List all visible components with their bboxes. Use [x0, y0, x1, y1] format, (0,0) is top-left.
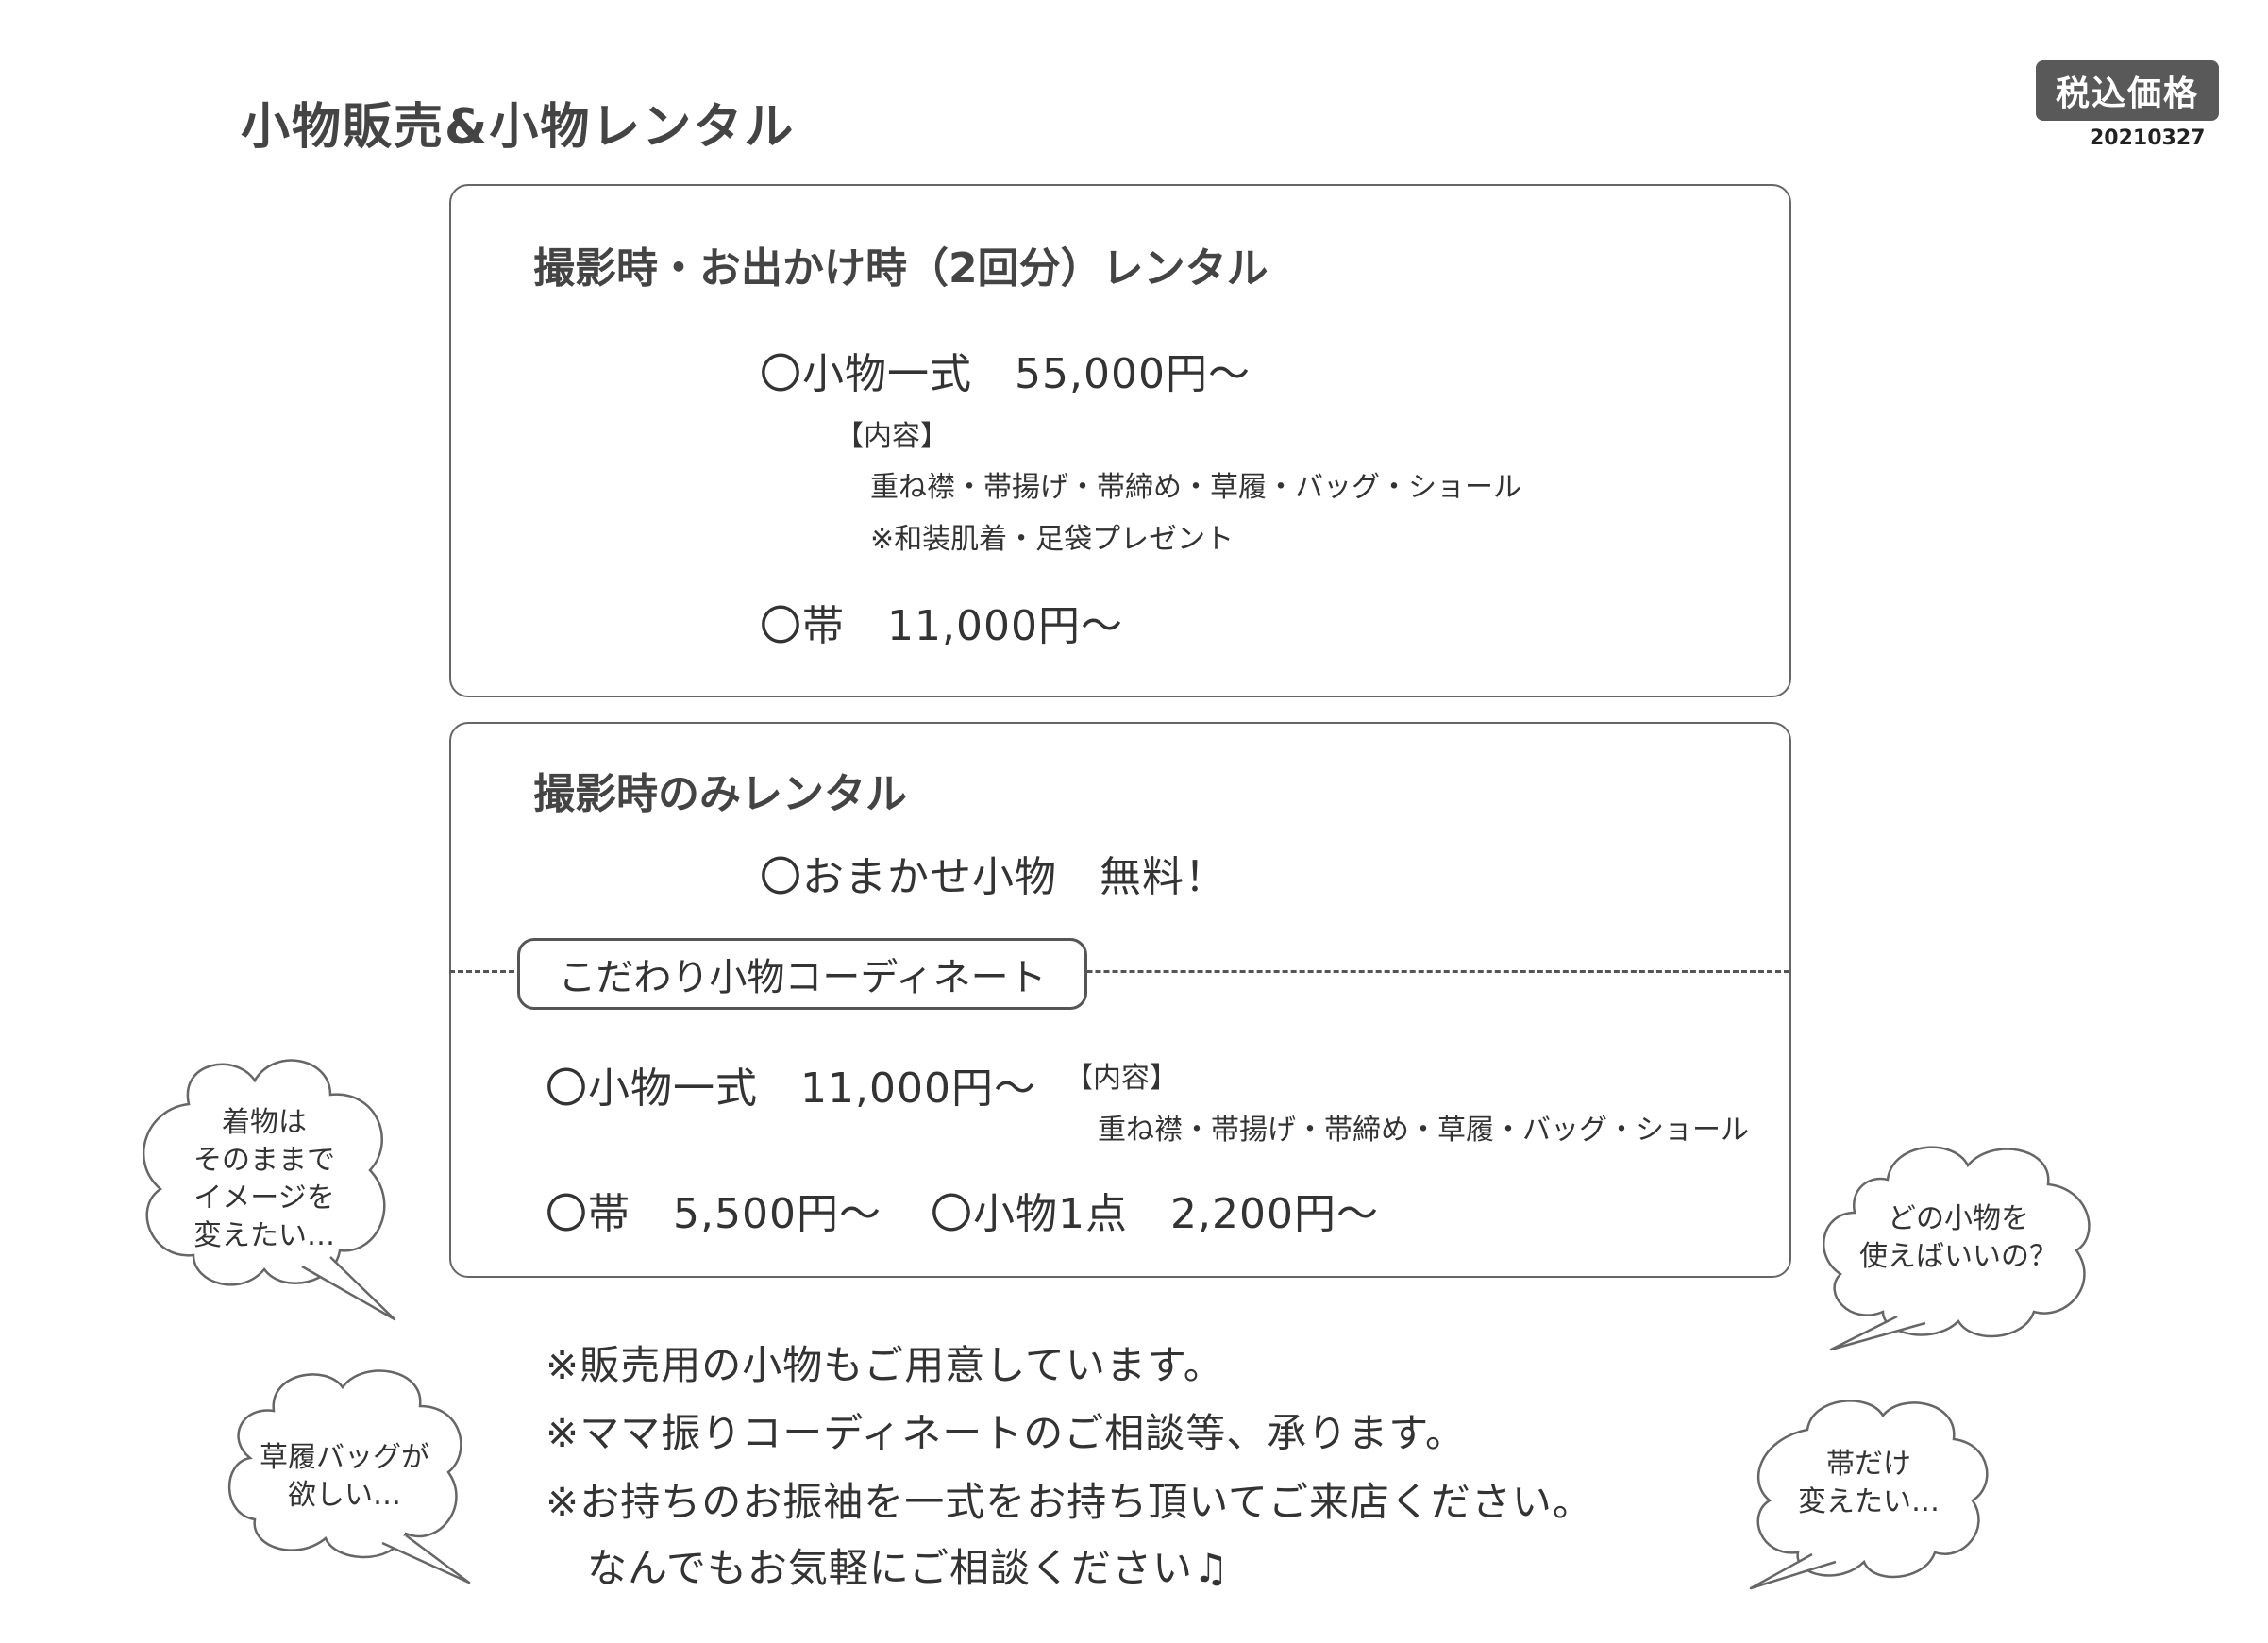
note-consult: なんでもお気軽にご相談ください♫	[587, 1545, 1230, 1591]
coordinate-tab-label: こだわり小物コーディネート	[517, 938, 1087, 1010]
dashed-divider	[449, 970, 1789, 973]
section1-heading: 撮影時・お出かけ時（2回分）レンタル	[533, 244, 1268, 293]
bubble-zori-bag-text: 草履バッグが 欲しい…	[260, 1441, 429, 1512]
cloud-bubble-zori-bag	[227, 1369, 471, 1584]
section2-single-item-price: 〇小物1点 2,200円～	[931, 1190, 1379, 1238]
cloud-bubble-obi-only	[1749, 1400, 1989, 1590]
section1-contents-list: 重ね襟・帯揚げ・帯締め・草履・バッグ・ショール	[870, 471, 1521, 504]
document-date: 20210327	[2090, 126, 2206, 150]
cloud-bubble-which-item	[1823, 1146, 2091, 1351]
section1-contents-label: 【内容】	[835, 420, 949, 453]
section1-set-price: 〇小物一式 55,000円～	[760, 350, 1251, 398]
tax-included-badge: 税込価格	[2036, 60, 2219, 121]
bubble-obi-only-text: 帯だけ 変えたい…	[1798, 1448, 1940, 1518]
section2-set-price: 〇小物一式 11,000円～	[546, 1065, 1036, 1113]
section1-present-note: ※和装肌着・足袋プレゼント	[870, 523, 1235, 556]
bubble-which-item-text: どの小物を 使えばいいの？	[1859, 1202, 2058, 1273]
rental-two-times-section	[449, 184, 1791, 697]
section2-free-item: 〇おまかせ小物 無料！	[760, 853, 1227, 901]
note-bring-furisode: ※お持ちのお振袖を一式をお持ち頂いてご来店ください。	[546, 1479, 1593, 1525]
cloud-bubble-kimono	[143, 1059, 396, 1321]
section2-obi-price: 〇帯 5,500円～	[546, 1190, 882, 1238]
note-sales-items: ※販売用の小物もご用意しています。	[546, 1342, 1224, 1388]
section2-heading: 撮影時のみレンタル	[533, 770, 907, 818]
section1-obi-price: 〇帯 11,000円～	[760, 602, 1123, 650]
note-mama-furi: ※ママ振りコーディネートのご相談等、承ります。	[546, 1410, 1467, 1456]
bubble-kimono-text: 着物は そのままで イメージを 変えたい…	[193, 1106, 335, 1252]
section2-contents-label: 【内容】	[1065, 1062, 1178, 1095]
page-title: 小物販売&小物レンタル	[241, 99, 796, 156]
section2-contents-list: 重ね襟・帯揚げ・帯締め・草履・バッグ・ショール	[1098, 1114, 1749, 1147]
